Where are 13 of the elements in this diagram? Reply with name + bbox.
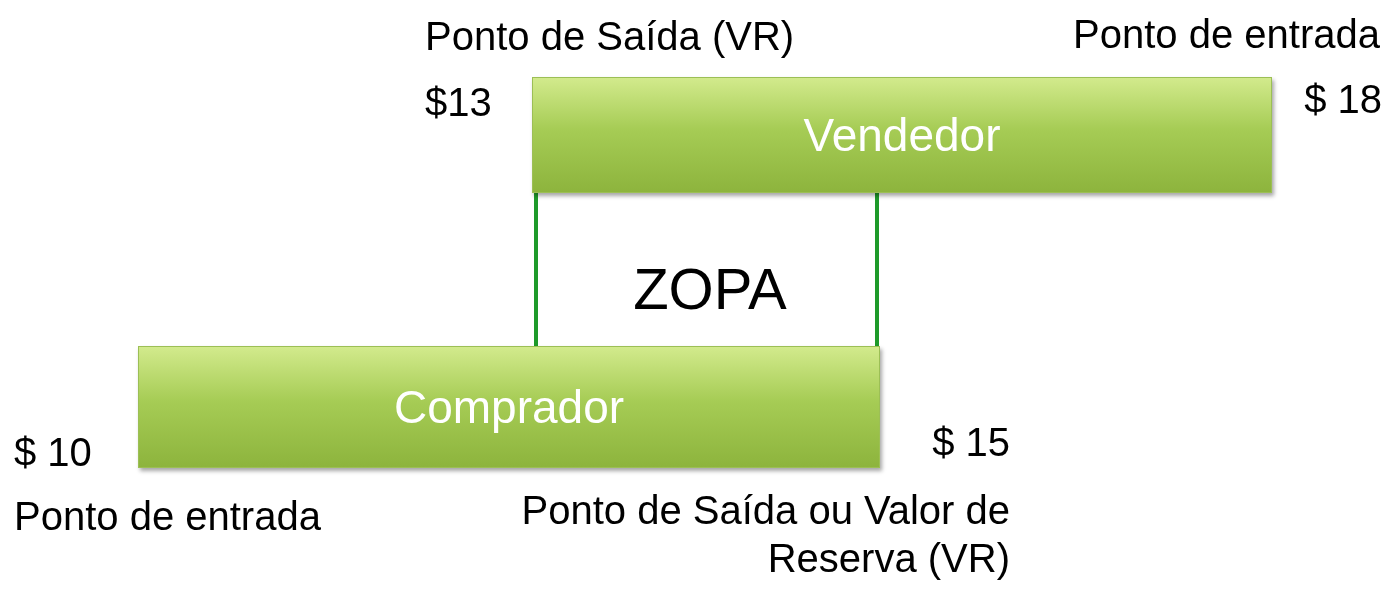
zone-label: ZOPA bbox=[560, 240, 860, 336]
boundary-line bbox=[875, 193, 879, 346]
price-label: $ 10 bbox=[14, 429, 92, 476]
seller-bar: Vendedor bbox=[532, 77, 1272, 193]
price-label: $13 bbox=[425, 79, 492, 126]
price-label: $ 18 bbox=[1304, 76, 1382, 123]
boundary-line bbox=[534, 193, 538, 346]
point-label: Ponto de Saída ou Valor de Reserva (VR) bbox=[520, 487, 1010, 582]
price-label: $ 15 bbox=[932, 419, 1010, 466]
point-label: Ponto de Saída (VR) bbox=[425, 13, 795, 60]
point-label: Ponto de entrada bbox=[1073, 11, 1380, 58]
buyer-bar: Comprador bbox=[138, 346, 880, 468]
point-label: Ponto de entrada bbox=[14, 493, 321, 540]
